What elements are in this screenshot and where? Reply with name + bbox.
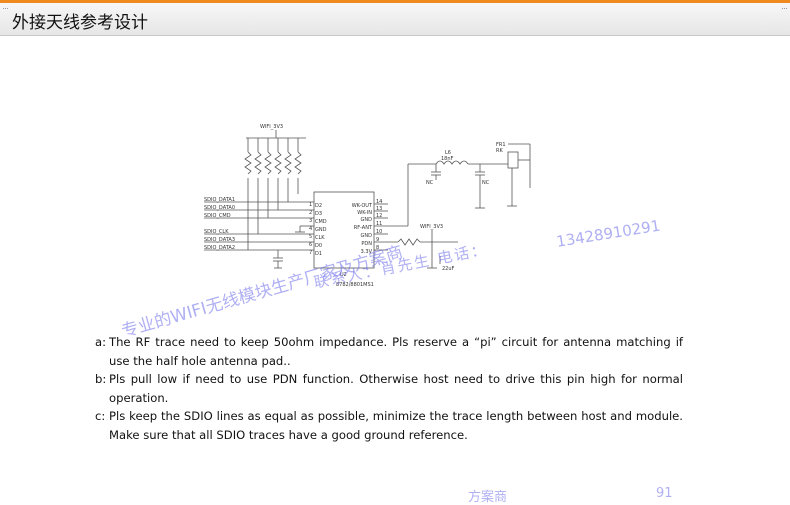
top-net-label: WIFI_3V3 (260, 124, 283, 130)
cap-nc-1: NC (426, 180, 434, 186)
net-label-1: SDIO_DATA1 (204, 197, 235, 203)
antenna-label: RK (496, 148, 503, 154)
note-letter: b: (95, 372, 107, 386)
ic-pin-d0: D0 (315, 243, 322, 249)
ic-pin-rf-ant: RF-ANT (354, 225, 373, 231)
note-c: c: Pls keep the SDIO lines as equal as p… (95, 407, 683, 444)
net-label-4: SDIO_CLK (204, 229, 229, 235)
ic-num-12: 12 (376, 213, 382, 219)
ic-pin-gnd-right-1: GND (361, 217, 373, 223)
net-label-5: SDIO_DATA3 (204, 237, 235, 243)
antenna-schematic: WIFI_3V3 SDIO_DATA1 SDIO_DATA0 SDIO_CMD … (204, 124, 531, 288)
right-net-label: WIFI_3V3 (420, 224, 443, 230)
note-b: b: Pls pull low if need to use PDN funct… (95, 370, 683, 407)
ic-num-10: 10 (376, 229, 382, 235)
ic-num-3: 3 (309, 218, 312, 224)
top-accent-rule (0, 0, 790, 3)
watermark-bottom-2: 91 (656, 486, 673, 501)
ic-pin-gnd-right-2: GND (361, 233, 373, 239)
corner-mark-right (782, 8, 787, 12)
ic-pin-wk-out: WK-OUT (352, 203, 373, 209)
ic-pin-pdn: PDN (361, 241, 372, 247)
ic-num-2: 2 (309, 210, 312, 216)
ic-num-5: 5 (309, 234, 312, 240)
ic-num-4: 4 (309, 226, 312, 232)
ic-num-1: 1 (309, 202, 312, 208)
ic-ref: U2 (340, 272, 347, 278)
note-text: The RF trace need to keep 50ohm impedanc… (109, 335, 683, 368)
ic-pin-cmd: CMD (315, 219, 327, 225)
ic-pin-d1: D1 (315, 251, 322, 257)
note-letter: a: (95, 335, 107, 349)
inductor-ref: L6 (445, 150, 451, 156)
ic-pin-clk: CLK (315, 235, 325, 241)
inductor-value: 18nF (441, 156, 454, 162)
ic-num-6: 6 (309, 242, 312, 248)
ic-num-11: 11 (376, 221, 382, 227)
cap-nc-2: NC (482, 180, 490, 186)
ic-num-13: 13 (376, 206, 382, 212)
page-header: 外接天线参考设计 (0, 3, 790, 36)
ic-pin-d2: D2 (315, 203, 322, 209)
ic-num-7: 7 (309, 250, 312, 256)
cap-value: 22uF (442, 266, 455, 272)
ic-part: 8782/8801MS1 (336, 282, 374, 288)
ic-pin-wk-in: WK-IN (357, 210, 372, 216)
watermark-phone: 13428910291 (555, 216, 662, 251)
note-text: Pls keep the SDIO lines as equal as poss… (109, 409, 683, 442)
corner-mark-left (3, 8, 8, 12)
ic-num-9: 9 (376, 237, 379, 243)
ic-pin-gnd-left: GND (315, 227, 327, 233)
net-label-3: SDIO_CMD (204, 213, 231, 219)
ic-num-8: 8 (376, 245, 379, 251)
note-a: a: The RF trace need to keep 50ohm imped… (95, 333, 683, 370)
watermark-bottom-1: 方案商 (468, 490, 508, 505)
net-label-6: SDIO_DATA2 (204, 245, 235, 251)
net-label-2: SDIO_DATA0 (204, 205, 235, 211)
design-notes: a: The RF trace need to keep 50ohm imped… (95, 333, 683, 444)
page-title: 外接天线参考设计 (12, 13, 148, 33)
note-letter: c: (95, 409, 106, 423)
ic-num-14: 14 (376, 199, 382, 205)
ic-pin-3v3: 3.3V (361, 249, 373, 255)
ic-pin-d3: D3 (315, 211, 322, 217)
note-text: Pls pull low if need to use PDN function… (109, 372, 683, 405)
antenna-ref: FR1 (496, 142, 506, 148)
